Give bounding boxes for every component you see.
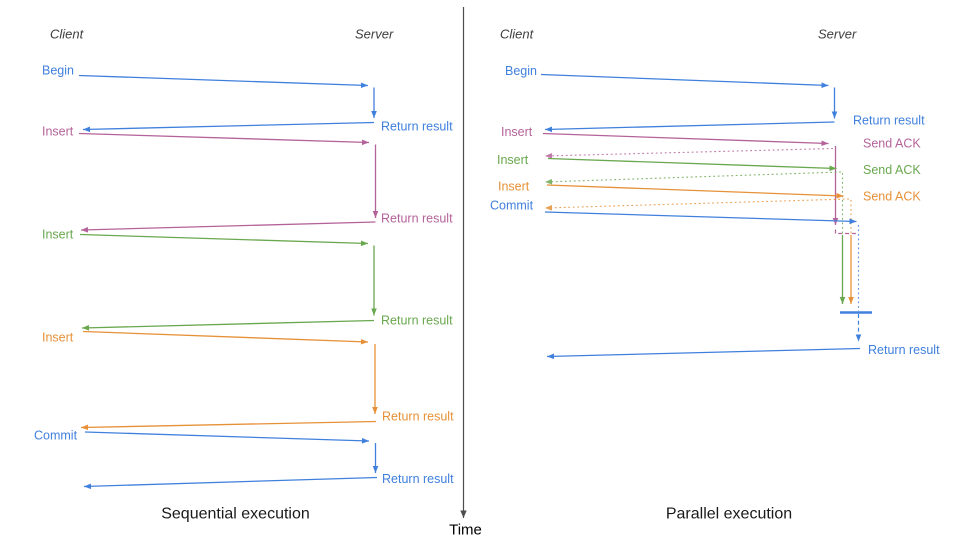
seq-commit-return-label: Return result xyxy=(382,472,454,486)
seq-insert3-request-arrow xyxy=(82,330,369,345)
seq-begin-label: Begin xyxy=(42,64,74,78)
sequential-caption: Sequential execution xyxy=(161,506,310,523)
par-begin-request-arrow xyxy=(540,73,829,89)
par-client-heading: Client xyxy=(500,27,535,42)
time-axis-group: Time xyxy=(449,7,482,539)
par-begin-return-arrow xyxy=(544,121,835,133)
time-axis-label: Time xyxy=(449,522,482,539)
par-commit-return-label: Return result xyxy=(868,343,940,357)
par-insert3-ack-arrow xyxy=(544,198,850,211)
parallel-caption: Parallel execution xyxy=(666,506,792,523)
par-insert2-request-arrow xyxy=(547,157,837,172)
parallel-panel: Client Server Begin Return result Insert… xyxy=(490,27,940,523)
par-insert3-label: Insert xyxy=(498,180,530,194)
seq-begin-request-arrow xyxy=(78,74,369,89)
seq-insert1-label: Insert xyxy=(42,125,74,139)
seq-insert2-label: Insert xyxy=(42,228,74,242)
par-insert2-label: Insert xyxy=(497,153,529,167)
par-commit-return-arrow xyxy=(546,347,861,360)
seq-begin-return-arrow xyxy=(82,121,375,133)
seq-insert3-return-arrow xyxy=(80,420,377,431)
seq-commit-request-arrow xyxy=(84,431,370,444)
par-begin-label: Begin xyxy=(505,64,537,78)
par-server-heading: Server xyxy=(818,27,857,42)
seq-insert3-label: Insert xyxy=(42,331,74,345)
seq-insert2-request-arrow xyxy=(79,233,369,247)
sequential-panel: Client Server Begin Return result Insert… xyxy=(34,27,454,523)
seq-commit-label: Commit xyxy=(34,429,78,443)
par-insert1-handoff-line xyxy=(834,229,857,235)
par-insert2-ack-label: Send ACK xyxy=(863,163,921,177)
par-commit-request-arrow xyxy=(544,211,857,225)
seq-insert1-request-arrow xyxy=(78,132,370,146)
seq-insert3-return-label: Return result xyxy=(382,410,454,424)
par-insert1-request-arrow xyxy=(542,132,829,147)
seq-insert1-return-arrow xyxy=(80,221,376,233)
par-insert1-ack-arrow xyxy=(544,147,834,159)
seq-insert2-return-arrow xyxy=(81,319,375,331)
seq-insert2-return-label: Return result xyxy=(381,314,453,328)
seq-begin-return-label: Return result xyxy=(381,120,453,134)
par-insert3-ack-label: Send ACK xyxy=(863,190,921,204)
par-insert1-label: Insert xyxy=(501,125,533,139)
seq-insert1-return-label: Return result xyxy=(381,212,453,226)
seq-server-heading: Server xyxy=(355,27,394,42)
par-commit-label: Commit xyxy=(490,199,534,213)
par-insert2-ack-arrow xyxy=(544,171,842,185)
seq-commit-return-arrow xyxy=(83,476,378,490)
par-begin-return-label: Return result xyxy=(853,114,925,128)
par-insert1-ack-label: Send ACK xyxy=(863,137,921,151)
par-insert3-request-arrow xyxy=(546,184,844,199)
seq-client-heading: Client xyxy=(50,27,85,42)
